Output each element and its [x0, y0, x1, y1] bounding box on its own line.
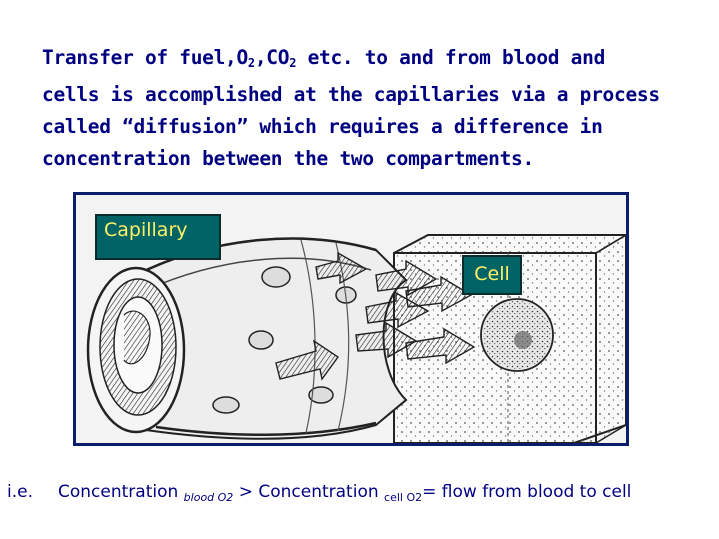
capillary-label: Capillary [95, 214, 221, 260]
concentration-statement: Concentration blood O2 > Concentration c… [58, 482, 632, 504]
cell-nucleus [480, 298, 554, 372]
title-line-2: cells is accomplished at the capillaries… [42, 83, 660, 106]
title-line-4: concentration between the two compartmen… [42, 147, 534, 170]
footer-equation: i.e. Concentration blood O2 > Concentrat… [0, 480, 719, 506]
title-line-1: Transfer of fuel,O2,CO2 etc. to and from… [42, 46, 606, 70]
cell-label: Cell [462, 255, 522, 295]
capillary-lumen [86, 266, 186, 434]
slide-title: Transfer of fuel,O2,CO2 etc. to and from… [42, 42, 682, 175]
title-line-3: called “diffusion” which requires a diff… [42, 115, 603, 138]
diffusion-arrows [275, 251, 476, 381]
ie-label: i.e. [7, 482, 33, 502]
